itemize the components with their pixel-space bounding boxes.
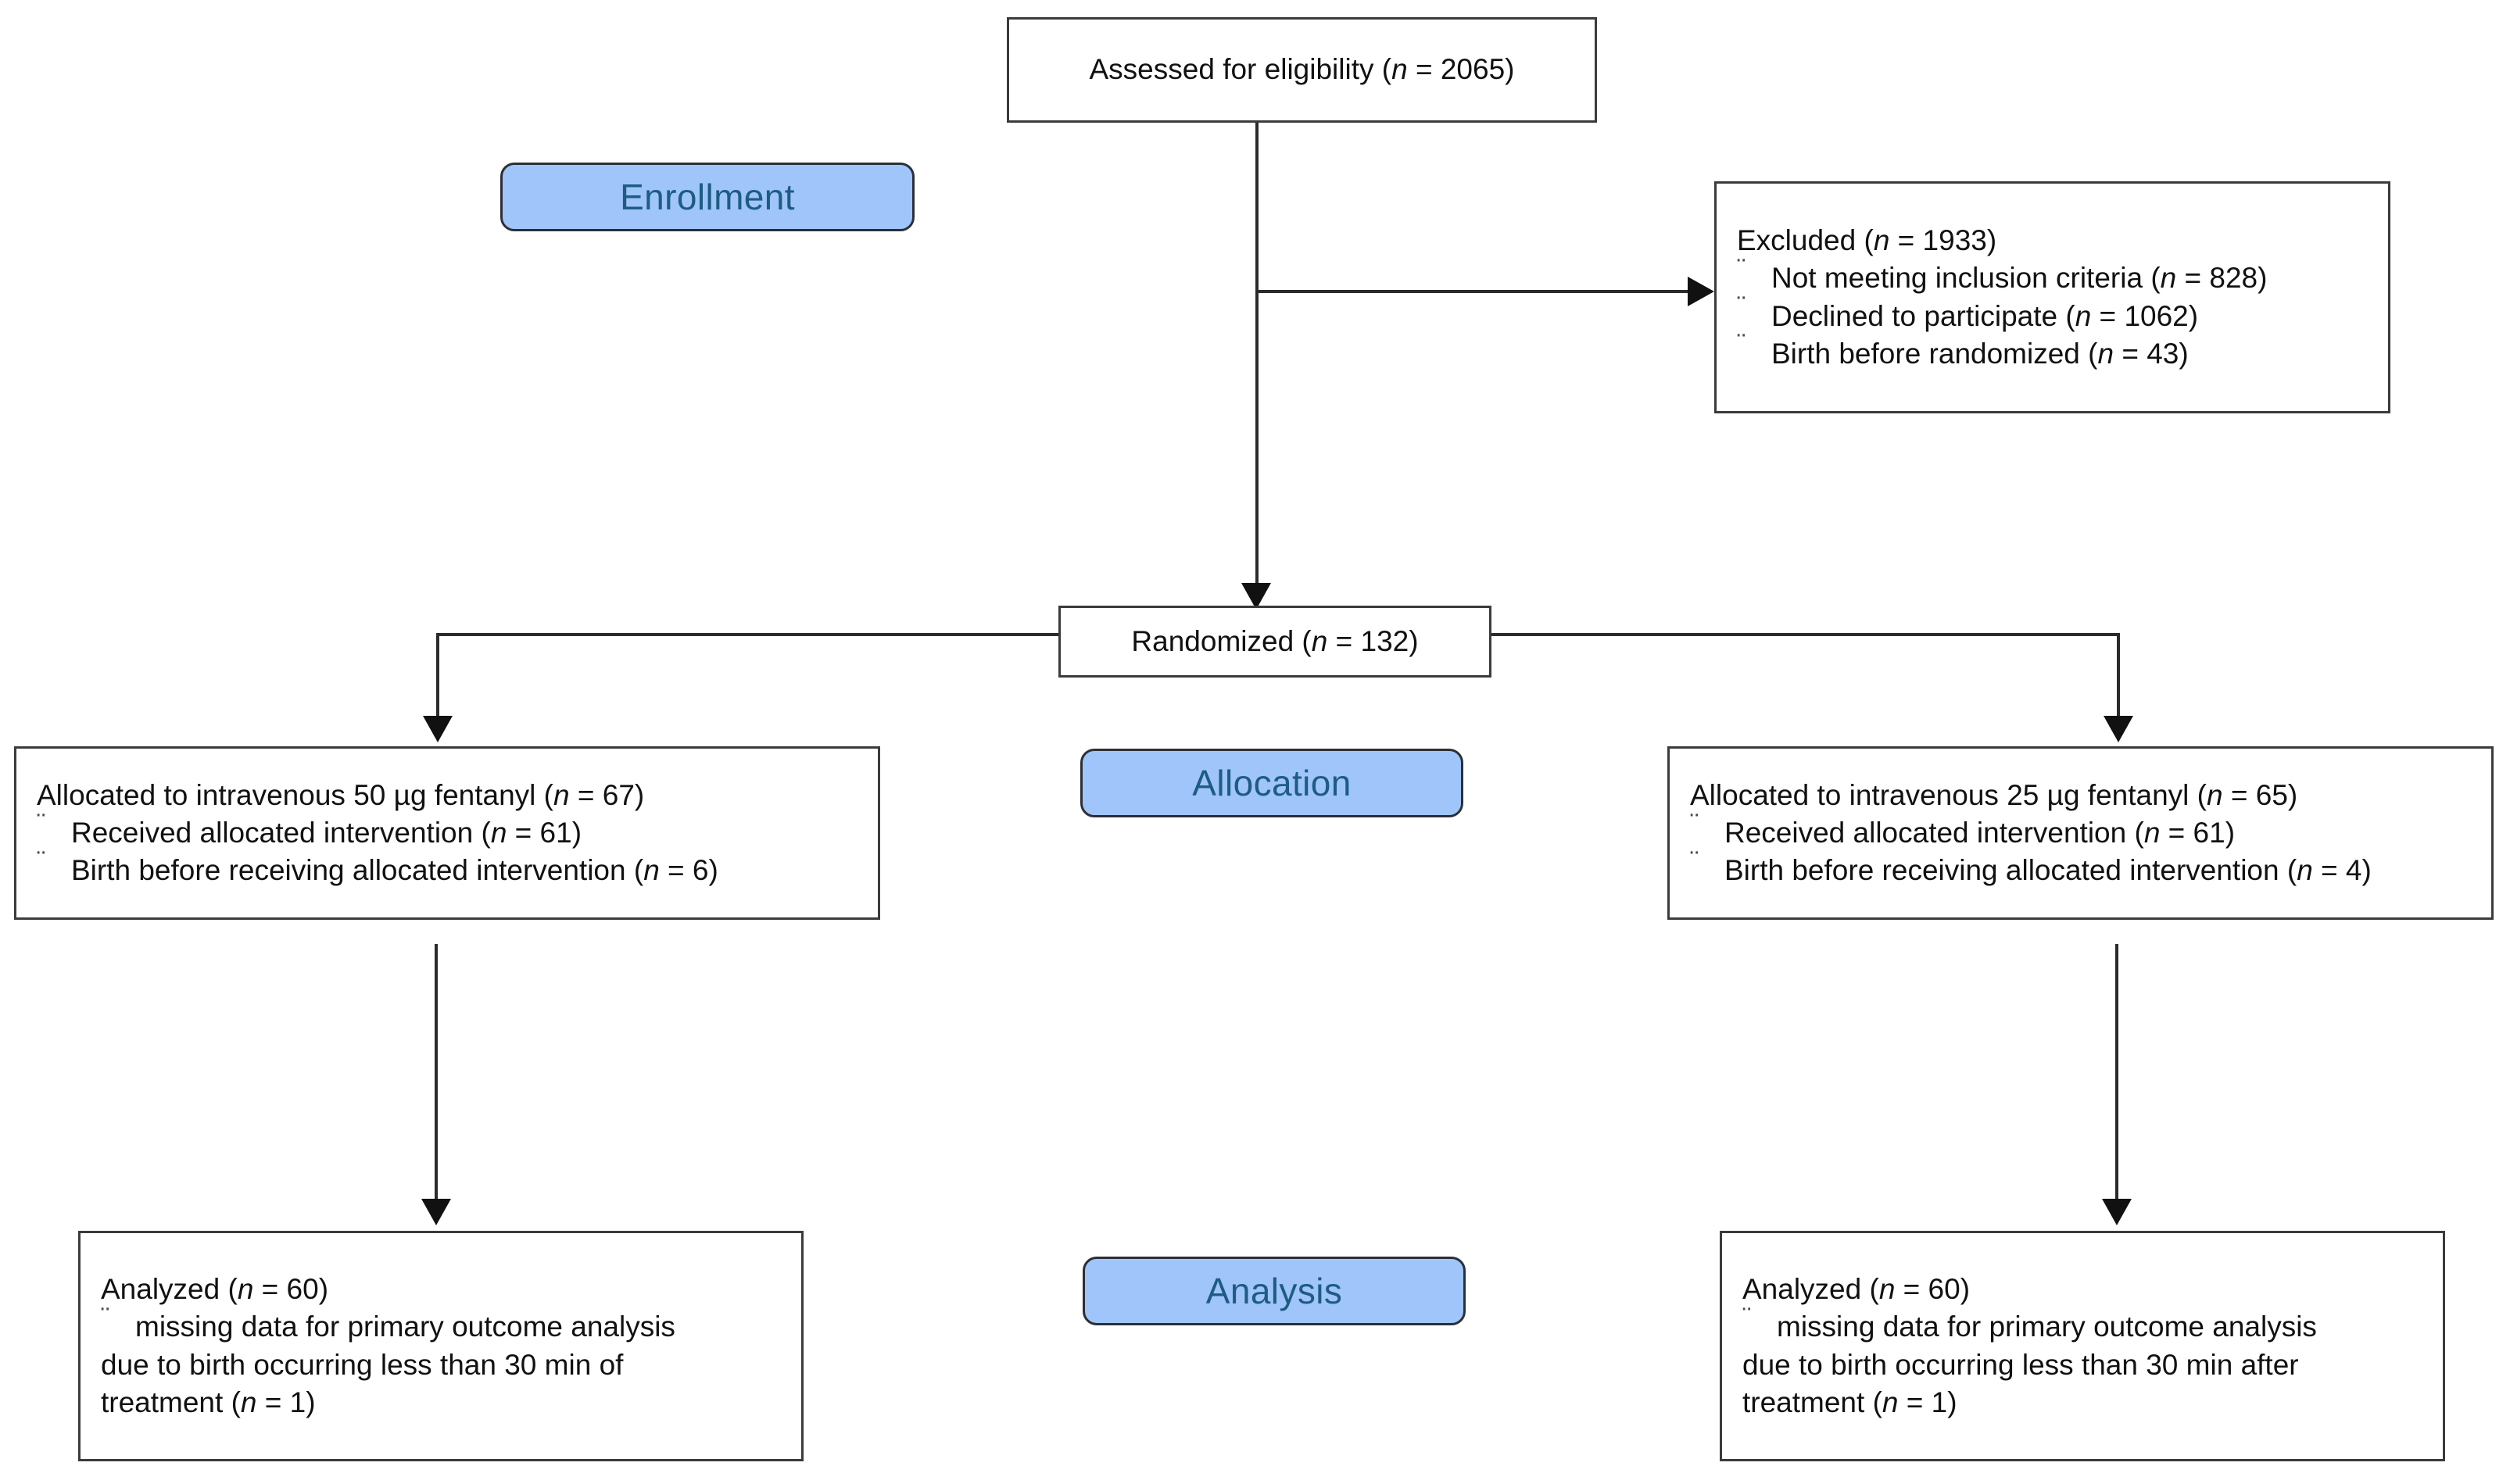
connector-alloc-left-to-analyzed-left [435, 944, 438, 1202]
stage-badge-allocation: Allocation [1080, 749, 1463, 817]
randomized-line-1: Randomized (n = 132) [1131, 624, 1419, 657]
connector-randomized-to-left [436, 633, 1062, 636]
connector-alloc-right-to-analyzed-right [2115, 944, 2118, 1202]
bullet-icon: ¨ [1737, 254, 1746, 284]
bullet-icon: ¨ [1690, 808, 1699, 839]
analyzed-left-line-1: Analyzed (n = 60) [101, 1273, 329, 1306]
stage-badge-analysis: Analysis [1083, 1257, 1466, 1325]
node-randomized: Randomized (n = 132) [1058, 606, 1491, 678]
alloc-right-line-1: Allocated to intravenous 25 µg fentanyl … [1690, 778, 2298, 811]
alloc-right-line-3: ¨Birth before receiving allocated interv… [1670, 846, 2491, 889]
node-analyzed-right: Analyzed (n = 60) ¨missing data for prim… [1720, 1231, 2445, 1461]
connector-right-drop [2117, 633, 2120, 719]
node-assessed-for-eligibility: Assessed for eligibility (n = 2065) [1007, 17, 1597, 123]
analyzed-right-line-2: ¨missing data for primary outcome analys… [1722, 1303, 2443, 1346]
bullet-icon: ¨ [37, 808, 46, 839]
analyzed-right-line-1: Analyzed (n = 60) [1742, 1273, 1971, 1306]
stage-badge-analysis-label: Analysis [1205, 1271, 1343, 1311]
connector-left-drop [436, 633, 439, 719]
connector-trunk-to-excluded [1255, 290, 1689, 293]
excluded-reason-2: ¨Declined to participate (n = 1062) [1717, 291, 2388, 335]
analyzed-left-line-4: treatment (n = 1) [101, 1386, 316, 1418]
connector-randomized-to-right [1490, 633, 2120, 636]
bullet-icon: ¨ [1742, 1303, 1752, 1333]
excluded-reason-1: ¨Not meeting inclusion criteria (n = 828… [1717, 254, 2388, 297]
excluded-line-1: Excluded (n = 1933) [1737, 224, 1997, 257]
stage-badge-allocation-label: Allocation [1192, 763, 1352, 803]
node-allocated-right: Allocated to intravenous 25 µg fentanyl … [1667, 746, 2494, 920]
bullet-icon: ¨ [1737, 329, 1746, 359]
arrowhead-to-alloc-left [423, 716, 453, 742]
analyzed-left-line-3: due to birth occurring less than 30 min … [101, 1348, 624, 1381]
analyzed-right-line-4: treatment (n = 1) [1742, 1386, 1957, 1418]
node-allocated-left: Allocated to intravenous 50 µg fentanyl … [14, 746, 880, 920]
alloc-right-line-2: ¨Received allocated intervention (n = 61… [1670, 809, 2491, 852]
node-excluded: Excluded (n = 1933) ¨Not meeting inclusi… [1714, 181, 2390, 413]
alloc-left-line-1: Allocated to intravenous 50 µg fentanyl … [37, 778, 645, 811]
bullet-icon: ¨ [1737, 291, 1746, 322]
node-analyzed-left: Analyzed (n = 60) ¨missing data for prim… [78, 1231, 804, 1461]
bullet-icon: ¨ [37, 846, 46, 876]
arrowhead-to-alloc-right [2104, 716, 2133, 742]
excluded-reason-3: ¨Birth before randomized (n = 43) [1717, 329, 2388, 373]
bullet-icon: ¨ [101, 1303, 110, 1333]
assessed-line-1: Assessed for eligibility (n = 2065) [1089, 53, 1515, 86]
analyzed-right-line-3: due to birth occurring less than 30 min … [1742, 1348, 2299, 1381]
analyzed-left-line-2: ¨missing data for primary outcome analys… [81, 1303, 801, 1346]
arrowhead-to-randomized [1241, 583, 1271, 610]
bullet-icon: ¨ [1690, 846, 1699, 876]
alloc-left-line-2: ¨Received allocated intervention (n = 61… [16, 809, 878, 852]
connector-assessed-to-randomized [1255, 123, 1259, 638]
stage-badge-enrollment-label: Enrollment [620, 177, 795, 217]
arrowhead-to-analyzed-right [2102, 1199, 2132, 1225]
arrowhead-to-excluded [1688, 277, 1714, 306]
arrowhead-to-analyzed-left [421, 1199, 451, 1225]
stage-badge-enrollment: Enrollment [500, 163, 915, 231]
alloc-left-line-3: ¨Birth before receiving allocated interv… [16, 846, 878, 889]
